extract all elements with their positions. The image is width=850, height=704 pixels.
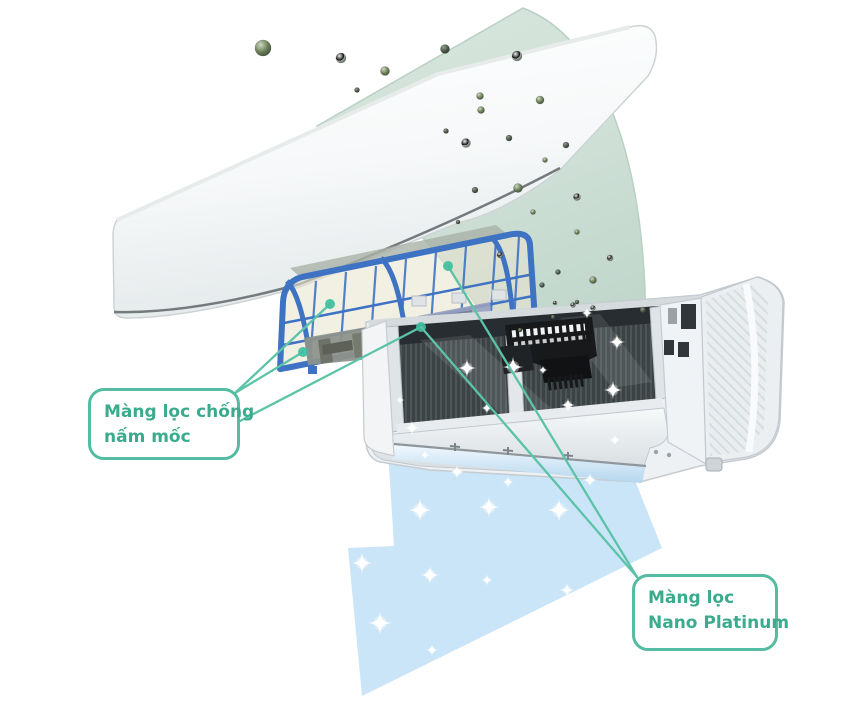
sparkle-icon	[609, 434, 621, 446]
sparkle-icon	[404, 420, 420, 436]
sparkle-icon	[502, 356, 524, 378]
germ-particle	[606, 254, 614, 262]
callout-anti-mold-line2: nấm mốc	[104, 426, 191, 447]
germ-particle	[505, 134, 513, 142]
callout-nano-line1: Màng lọc	[648, 588, 735, 608]
sparkle-icon	[502, 476, 514, 488]
sparkle-icon	[547, 498, 571, 522]
germ-particle	[335, 52, 347, 64]
callout-line-nano-platinum-filter	[419, 325, 639, 579]
germ-particle	[443, 128, 449, 134]
callout-line-anti-mold-filter	[233, 350, 305, 395]
sparkle-icon	[603, 380, 623, 400]
germ-particle	[254, 39, 272, 57]
callout-box-anti-mold: Màng lọc chống nấm mốc	[88, 388, 255, 460]
sparkle-icon	[560, 397, 576, 413]
germ-particle	[570, 302, 576, 308]
germ-particle	[461, 138, 471, 148]
germ-particle	[542, 157, 548, 163]
germ-particle	[555, 269, 561, 275]
callout-line-anti-mold-filter	[238, 325, 423, 423]
germ-particle	[535, 95, 545, 105]
sparkle-icon	[426, 644, 438, 656]
callout-nano-line2: Nano Platinum	[648, 612, 790, 633]
germ-particle	[539, 282, 545, 288]
germ-particle	[590, 305, 596, 311]
sparkle-icon	[538, 365, 548, 375]
airflow-arrow	[348, 450, 662, 696]
germ-particle	[440, 44, 450, 54]
sparkle-icon	[420, 565, 440, 585]
germ-particle	[550, 314, 556, 320]
sparkle-icon	[457, 358, 477, 378]
callout-dot-anti-mold-filter	[298, 347, 308, 357]
germ-particle	[511, 50, 523, 62]
sparkle-icon	[351, 552, 373, 574]
sparkle-icon	[582, 472, 598, 488]
sparkle-icon	[478, 496, 500, 518]
germ-particle	[476, 92, 484, 100]
germ-particle	[574, 299, 580, 305]
indoor-unit	[361, 276, 785, 483]
germ-particle	[562, 141, 570, 149]
germ-particle	[573, 193, 581, 201]
callout-lines	[233, 261, 639, 579]
sparkle-icon	[559, 582, 575, 598]
callout-dot-nano-platinum-filter	[443, 261, 453, 271]
germ-particle	[552, 300, 558, 306]
dust-particles	[254, 39, 647, 333]
sparkle-icon	[608, 333, 626, 351]
germ-particle	[477, 106, 485, 114]
callout-dot-anti-mold-filter	[325, 299, 335, 309]
germ-particle	[639, 306, 647, 314]
germ-particle	[513, 183, 523, 193]
germ-particle	[574, 229, 580, 235]
sparkle-icon	[481, 574, 493, 586]
callout-box-nano-platinum: Màng lọc Nano Platinum	[632, 574, 790, 651]
callout-line-nano-platinum-filter	[446, 264, 639, 579]
germ-particle	[589, 276, 597, 284]
sparkle-icon	[449, 464, 465, 480]
callout-anti-mold-line1: Màng lọc chống	[104, 402, 255, 422]
sparkle-icon	[581, 307, 593, 319]
sparkles	[351, 307, 626, 656]
front-panel	[112, 24, 658, 319]
germ-particle	[380, 66, 390, 76]
sparkle-icon	[368, 611, 392, 635]
germ-particle	[530, 209, 536, 215]
germ-particle	[471, 186, 479, 194]
germ-particle	[496, 251, 504, 259]
callout-line-anti-mold-filter	[233, 302, 332, 395]
sparkle-icon	[420, 450, 430, 460]
germ-particle	[354, 87, 360, 93]
germ-particle	[517, 327, 523, 333]
sparkle-icon	[395, 395, 405, 405]
sparkle-icon	[408, 498, 432, 522]
germ-particle	[455, 219, 461, 225]
